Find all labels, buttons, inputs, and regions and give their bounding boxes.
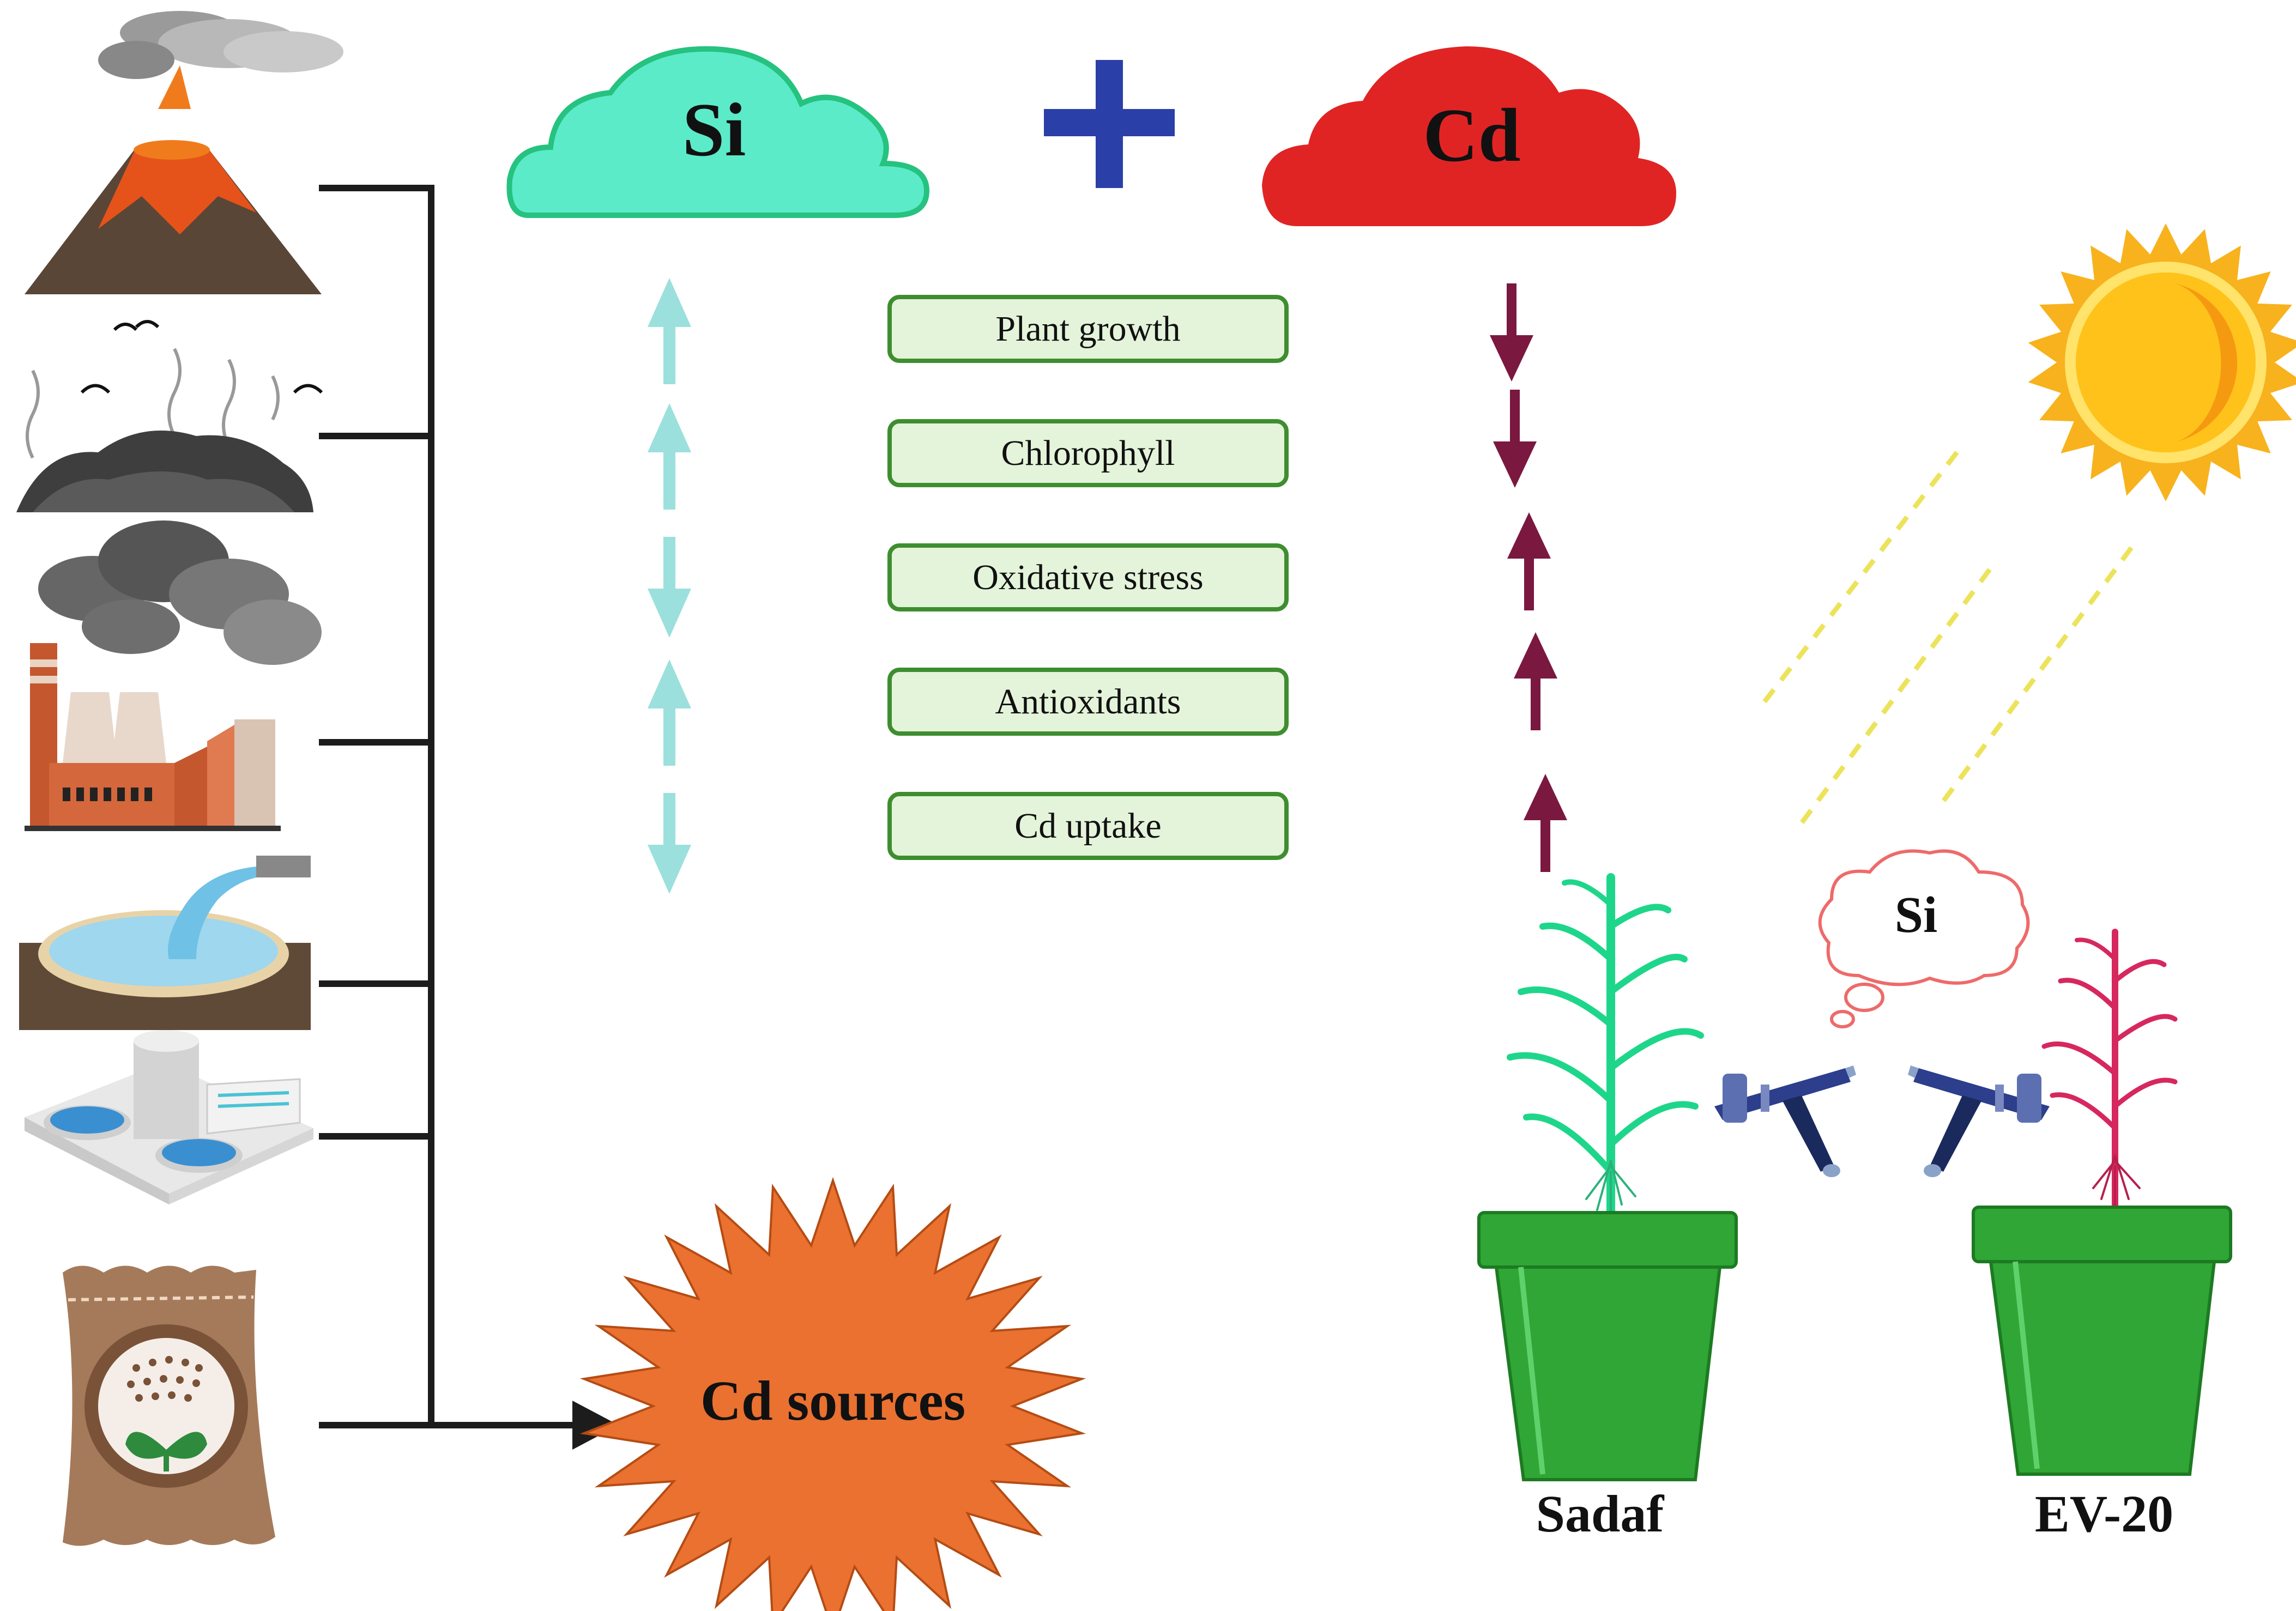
effect-box-plant-growth: Plant growth	[887, 295, 1289, 363]
cd-arrow-down	[1490, 283, 1533, 381]
landfill-icon	[16, 320, 323, 512]
airbrush-right-icon	[1908, 1065, 2050, 1177]
si-arrow-up	[648, 278, 691, 384]
cultivar-label-sadaf: Sadaf	[1536, 1485, 1665, 1543]
effect-label: Chlorophyll	[1001, 433, 1175, 473]
si-arrow-down	[648, 537, 691, 638]
si-cloud-label: Si	[682, 88, 746, 172]
plus-icon	[1044, 60, 1175, 188]
si-arrow-down	[648, 793, 691, 894]
effect-label: Cd uptake	[1014, 806, 1161, 846]
airbrush-left-icon	[1714, 1065, 1856, 1177]
si-effect-arrows	[648, 278, 691, 894]
cultivar-label-ev20: EV-20	[2035, 1485, 2173, 1543]
sadaf-pot-icon	[1477, 1211, 1738, 1481]
effect-box-oxidative-stress: Oxidative stress	[887, 543, 1289, 611]
effect-label: Plant growth	[995, 309, 1180, 349]
volcano-icon	[25, 11, 343, 294]
ev20-pot-icon	[1972, 1206, 2232, 1476]
cd-sources-burst: Cd sources	[579, 1177, 1086, 1611]
factory-icon	[25, 520, 322, 831]
si-cloud: Si	[506, 46, 930, 218]
effect-box-antioxidants: Antioxidants	[887, 668, 1289, 736]
cd-sources-label: Cd sources	[700, 1370, 965, 1432]
cd-arrow-up	[1514, 632, 1557, 730]
si-arrow-up	[648, 659, 691, 766]
cd-arrow-up	[1524, 774, 1567, 872]
sadaf-plant-icon	[1507, 873, 1704, 1220]
sunlight-rays	[1761, 451, 2134, 825]
ev20-plant-icon	[2041, 929, 2178, 1213]
source-bracket	[319, 185, 434, 1428]
spray-thought-label: Si	[1895, 887, 1937, 943]
effect-list: Plant growth Chlorophyll Oxidative stres…	[887, 295, 1289, 860]
effect-box-chlorophyll: Chlorophyll	[887, 419, 1289, 487]
sun-icon	[2028, 223, 2296, 501]
cd-cloud: Cd	[1262, 46, 1676, 226]
treatment-plant-icon	[25, 1030, 313, 1204]
sources-to-burst-arrow	[431, 1401, 619, 1450]
si-spray-thought-cloud: Si	[1818, 849, 2030, 1028]
fertilizer-bag-icon	[63, 1265, 275, 1546]
cd-arrow-up	[1507, 512, 1551, 610]
cd-cloud-label: Cd	[1423, 93, 1521, 178]
effect-box-cd-uptake: Cd uptake	[887, 792, 1289, 860]
wastewater-icon	[19, 856, 311, 1030]
cd-effect-arrows	[1490, 283, 1567, 872]
effect-label: Oxidative stress	[972, 558, 1203, 597]
effect-label: Antioxidants	[995, 682, 1181, 722]
cd-arrow-down	[1493, 390, 1537, 488]
si-arrow-up	[648, 403, 691, 510]
